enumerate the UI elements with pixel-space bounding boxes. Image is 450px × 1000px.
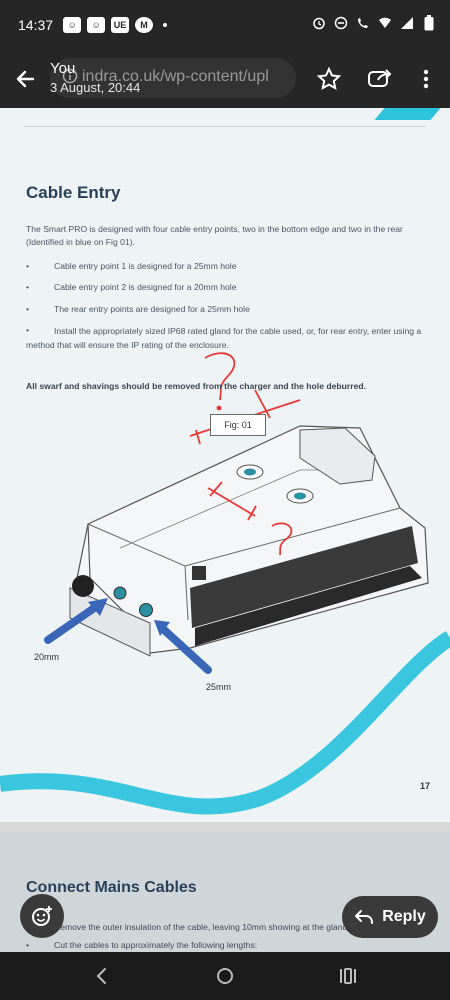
add-reaction-button[interactable] xyxy=(20,894,64,938)
bookmark-star-icon[interactable] xyxy=(316,66,342,92)
more-notifications-dot xyxy=(163,23,168,27)
battery-icon xyxy=(422,15,436,31)
notification-icons: ☺ ☺ UE M xyxy=(63,17,168,33)
divider xyxy=(24,126,426,127)
nav-recents-icon[interactable] xyxy=(336,964,360,988)
alarm-icon xyxy=(312,16,326,30)
section-title: Cable Entry xyxy=(26,183,121,202)
ue-notification-icon: UE xyxy=(111,17,130,33)
list-item-text: Install the appropriately sized IP68 rat… xyxy=(26,326,422,350)
more-options-icon[interactable] xyxy=(416,66,442,92)
wifi-icon xyxy=(378,16,392,30)
bullet-icon: • xyxy=(26,325,30,335)
messaging-notification-icon: ☺ xyxy=(63,17,82,33)
warning-note: All swarf and shavings should be removed… xyxy=(26,381,366,391)
reply-icon xyxy=(355,910,374,924)
navigation-bar xyxy=(0,952,450,1000)
pdf-page: Cable Entry The Smart PRO is designed wi… xyxy=(0,108,450,822)
list-item: Remove the outer insulation of the cable… xyxy=(54,922,348,932)
measurement-label-20mm: 20mm xyxy=(34,652,60,662)
list-item: Cut the cables to approximately the foll… xyxy=(54,940,258,950)
browser-toolbar: indra.co.uk/wp-content/upl You 3 August,… xyxy=(0,50,450,108)
bullet-icon: • xyxy=(26,282,30,292)
messaging-notification-icon: ☺ xyxy=(87,17,106,33)
page-separator xyxy=(0,822,450,832)
figure-label: Fig: 01 xyxy=(210,414,266,436)
next-section-title: Connect Mains Cables xyxy=(26,879,197,896)
intro-paragraph: The Smart PRO is designed with four cabl… xyxy=(26,224,403,247)
motorola-notification-icon: M xyxy=(135,17,154,33)
signal-icon xyxy=(400,16,414,30)
page-number: 17 xyxy=(420,781,431,791)
back-button[interactable] xyxy=(12,66,38,92)
bullet-icon: • xyxy=(26,304,30,314)
emoji-icon xyxy=(32,906,52,926)
nav-home-icon[interactable] xyxy=(213,964,237,988)
bullet-icon: • xyxy=(26,940,30,950)
reply-label[interactable]: Reply xyxy=(382,908,426,925)
reply-button[interactable]: Reply xyxy=(342,896,438,938)
nav-back-icon[interactable] xyxy=(90,964,114,988)
do-not-disturb-icon xyxy=(334,16,348,30)
site-info-icon[interactable] xyxy=(62,68,78,84)
share-icon[interactable] xyxy=(366,66,392,92)
measurement-label-25mm: 25mm xyxy=(206,682,232,692)
status-bar: 14:37 ☺ ☺ UE M xyxy=(0,0,450,50)
wifi-calling-icon xyxy=(356,16,370,30)
url-bar[interactable] xyxy=(50,58,296,98)
sent-date: 3 August, 20:44 xyxy=(50,80,141,95)
bullet-icon: • xyxy=(26,261,30,271)
charger-illustration xyxy=(0,352,450,815)
sender-name: You xyxy=(50,60,76,77)
list-item: Install the appropriately sized IP68 rat… xyxy=(26,324,428,352)
system-icons xyxy=(312,15,436,31)
url-text[interactable]: indra.co.uk/wp-content/upl xyxy=(82,68,269,85)
status-time: 14:37 xyxy=(18,17,54,33)
